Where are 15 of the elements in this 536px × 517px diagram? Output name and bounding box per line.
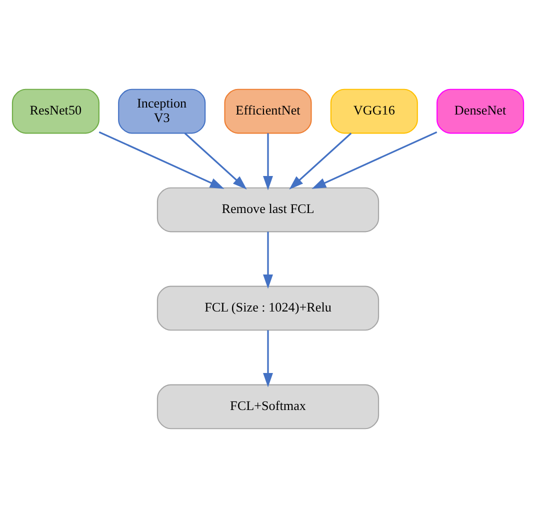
arrow bbox=[289, 132, 352, 189]
node-box: FCL+Softmax bbox=[156, 384, 380, 429]
arrow bbox=[98, 130, 224, 188]
node-box: Remove last FCL bbox=[156, 186, 380, 232]
node-box: EfficientNet bbox=[224, 88, 312, 134]
arrow bbox=[312, 130, 438, 188]
node-box: FCL (Size : 1024)+Relu bbox=[156, 285, 380, 330]
arrow bbox=[263, 330, 273, 387]
node-box: ResNet50 bbox=[12, 88, 100, 134]
node-box: DenseNet bbox=[436, 88, 524, 134]
arrow bbox=[263, 231, 273, 288]
node-box: Inception V3 bbox=[118, 88, 206, 134]
arrow bbox=[184, 132, 247, 189]
arrow bbox=[263, 132, 273, 190]
node-box: VGG16 bbox=[330, 88, 418, 134]
